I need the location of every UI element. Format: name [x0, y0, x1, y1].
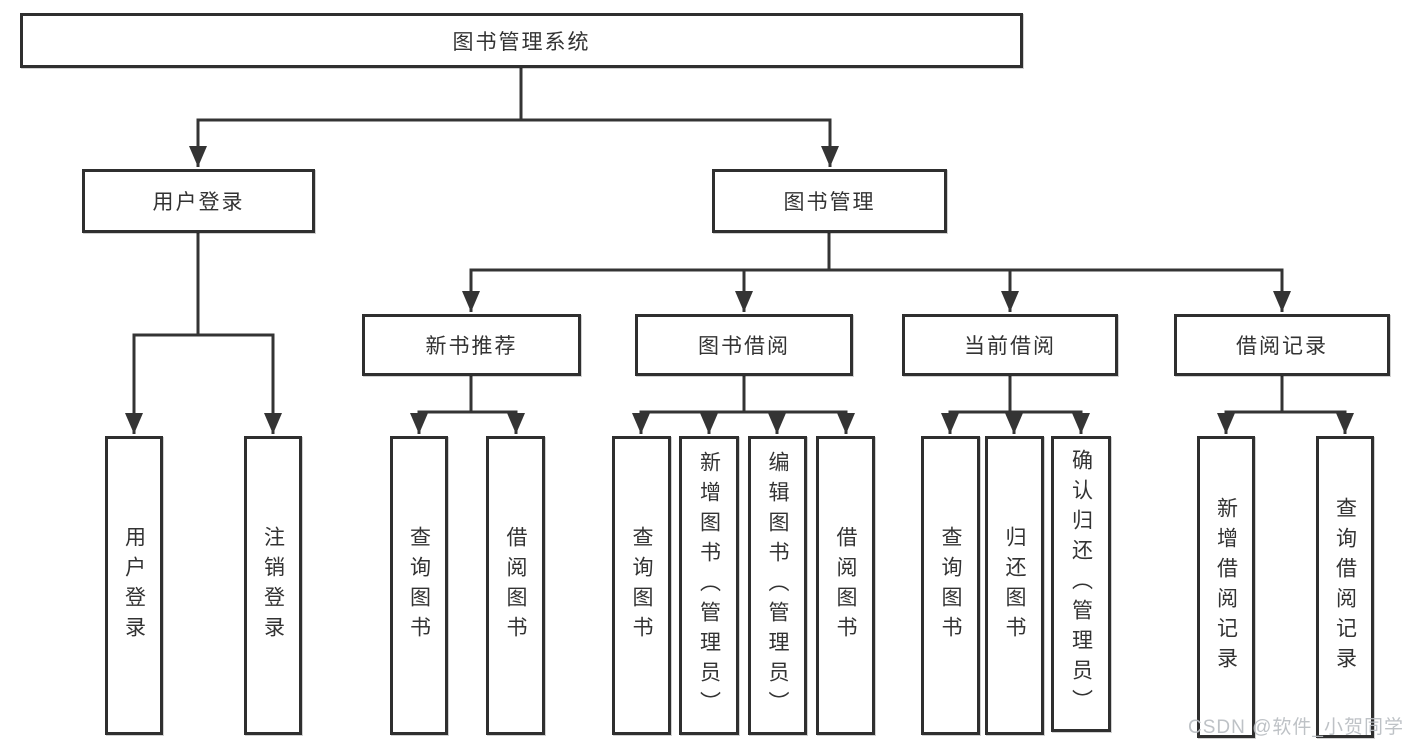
- node-leaf-br-add-record: 新增借阅记录: [1197, 436, 1255, 738]
- node-new-book-recommend: 新书推荐: [362, 314, 581, 376]
- node-leaf-user-login-label: 用户登录: [122, 525, 146, 646]
- node-library-management-system-label: 图书管理系统: [452, 30, 591, 54]
- node-user-login: 用户登录: [82, 169, 315, 233]
- node-leaf-cb-query-books: 查询图书: [921, 436, 980, 735]
- node-borrow-record-label: 借阅记录: [1236, 335, 1328, 358]
- node-leaf-cb-query-books-label: 查询图书: [939, 525, 962, 646]
- node-leaf-nb-query-books-label: 查询图书: [407, 525, 431, 646]
- edge-book-borrow-branch: [641, 376, 846, 414]
- node-leaf-bb-borrow-books-label: 借阅图书: [834, 525, 857, 646]
- node-leaf-bb-add-books-admin-label: 新增图书（管理员）: [697, 450, 721, 721]
- node-leaf-bb-edit-books-admin: 编辑图书（管理员）: [748, 436, 807, 735]
- node-new-book-recommend-label: 新书推荐: [425, 335, 518, 358]
- edge-root-branch: [198, 68, 830, 122]
- node-user-login-label: 用户登录: [152, 191, 245, 214]
- node-leaf-nb-borrow-books: 借阅图书: [486, 436, 545, 735]
- node-leaf-br-query-record: 查询借阅记录: [1316, 436, 1374, 738]
- node-leaf-logout: 注销登录: [244, 436, 302, 735]
- node-leaf-br-query-record-label: 查询借阅记录: [1333, 497, 1357, 677]
- node-book-borrow: 图书借阅: [635, 314, 853, 376]
- node-book-borrow-label: 图书借阅: [698, 335, 790, 358]
- node-leaf-user-login: 用户登录: [105, 436, 163, 735]
- node-library-management-system: 图书管理系统: [20, 13, 1023, 68]
- edge-book-management-branch: [471, 233, 1282, 272]
- edge-borrow-record-branch: [1226, 376, 1345, 414]
- node-leaf-cb-confirm-return-admin-label: 确认归还（管理员）: [1069, 449, 1093, 719]
- node-current-borrow-label: 当前借阅: [964, 335, 1056, 358]
- node-leaf-bb-add-books-admin: 新增图书（管理员）: [679, 436, 739, 735]
- node-book-management-label: 图书管理: [783, 191, 876, 214]
- node-leaf-nb-borrow-books-label: 借阅图书: [504, 525, 527, 646]
- node-leaf-cb-confirm-return-admin: 确认归还（管理员）: [1051, 436, 1111, 732]
- node-leaf-br-add-record-label: 新增借阅记录: [1214, 497, 1238, 677]
- edge-new-book-branch: [419, 376, 516, 414]
- node-book-management: 图书管理: [712, 169, 947, 233]
- node-leaf-cb-return-books: 归还图书: [985, 436, 1044, 735]
- node-leaf-logout-label: 注销登录: [261, 525, 285, 646]
- edge-user-login-branch: [134, 233, 273, 337]
- node-leaf-cb-return-books-label: 归还图书: [1003, 525, 1026, 646]
- node-leaf-bb-query-books-label: 查询图书: [630, 525, 653, 646]
- node-leaf-bb-borrow-books: 借阅图书: [816, 436, 875, 735]
- node-leaf-bb-edit-books-admin-label: 编辑图书（管理员）: [766, 450, 789, 721]
- node-current-borrow: 当前借阅: [902, 314, 1118, 376]
- node-borrow-record: 借阅记录: [1174, 314, 1390, 376]
- csdn-watermark: CSDN @软件_小贺同学: [1188, 717, 1404, 738]
- node-leaf-bb-query-books: 查询图书: [612, 436, 671, 735]
- node-leaf-nb-query-books: 查询图书: [390, 436, 448, 735]
- edge-current-borrow-branch: [950, 376, 1081, 414]
